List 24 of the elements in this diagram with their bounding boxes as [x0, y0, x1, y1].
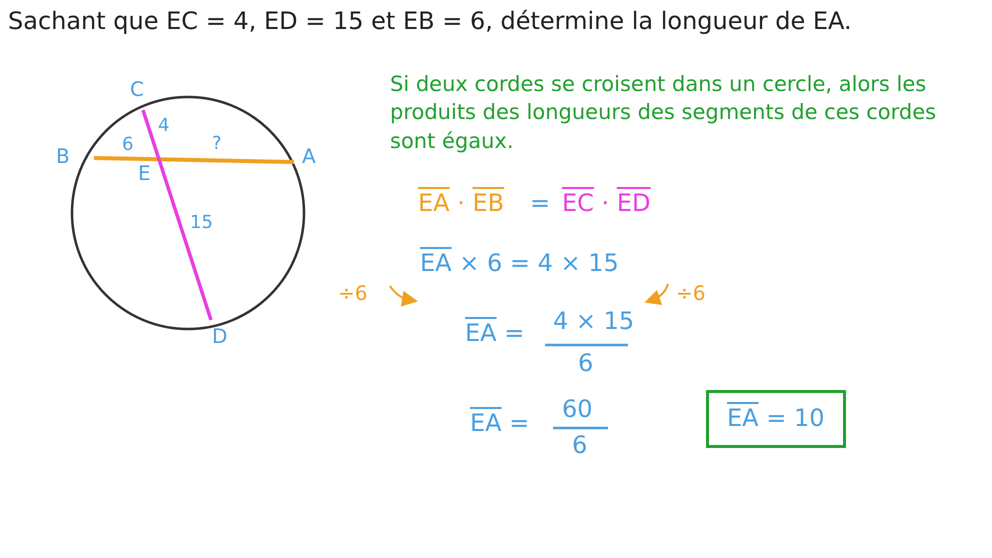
formula: EA = — [470, 410, 530, 438]
formula: 4 × 15 — [553, 308, 634, 336]
formula: EA · EB — [418, 190, 504, 218]
point-label: D — [212, 325, 228, 348]
division-note: ÷6 — [338, 282, 368, 305]
point-label: B — [56, 145, 70, 168]
formula: 60 — [562, 396, 593, 424]
question-title: Sachant que EC = 4, ED = 15 et EB = 6, détermine la longueur de EA. — [8, 8, 852, 36]
formula: = — [530, 190, 550, 218]
length-label: 4 — [158, 116, 170, 137]
formula: 6 — [578, 350, 594, 378]
formula: 6 — [572, 432, 588, 460]
rule-statement: Si deux cordes se croisent dans un cercle, alors les produits des longueurs des segments de ces cordes sont égaux. — [390, 71, 938, 155]
point-label: A — [302, 145, 316, 168]
length-label: 6 — [122, 135, 134, 156]
formula: EA = — [465, 320, 524, 348]
point-label: E — [138, 162, 151, 185]
length-label: 15 — [190, 213, 213, 234]
length-label: ? — [212, 134, 222, 155]
point-label: C — [130, 78, 144, 101]
formula: EA × 6 = 4 × 15 — [420, 250, 619, 278]
boxed-answer: EA = 10 — [706, 390, 846, 448]
division-note: ÷6 — [676, 282, 706, 305]
formula: EC · ED — [562, 190, 650, 218]
